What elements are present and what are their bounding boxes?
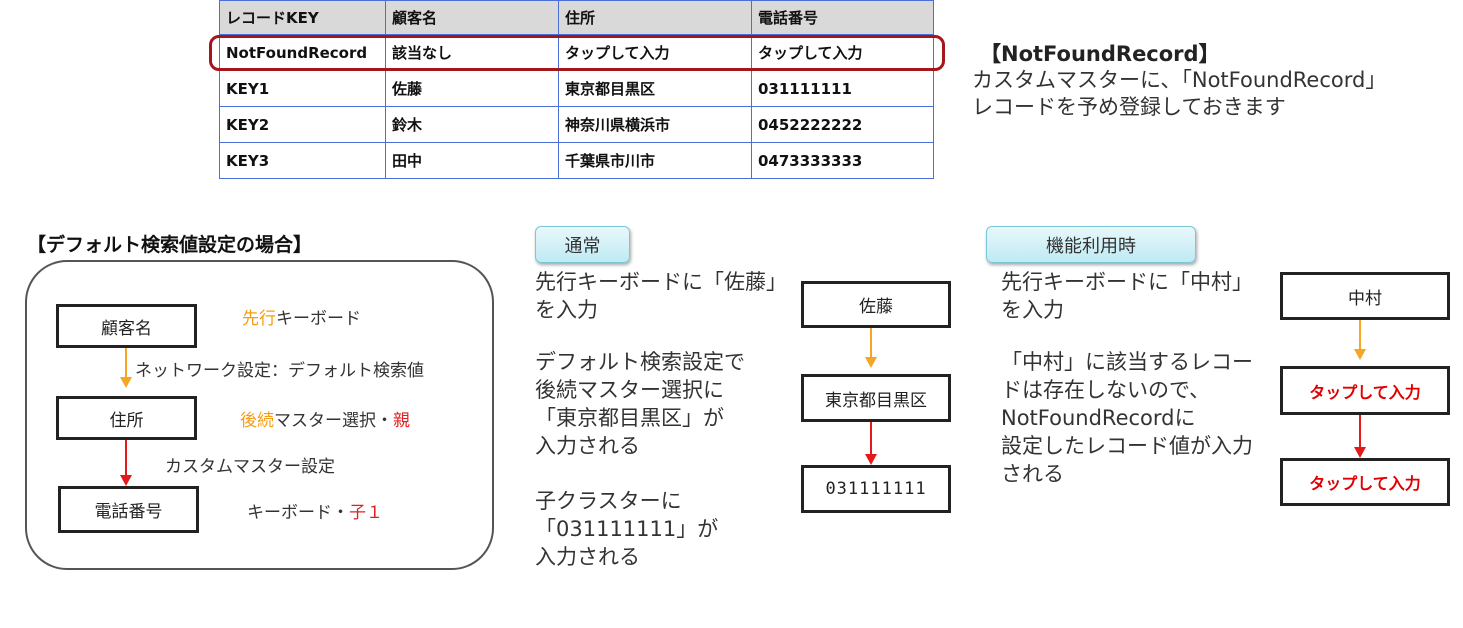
right-box-nakamura: 中村 <box>1280 272 1450 320</box>
node-address: 住所 <box>56 396 197 440</box>
middle-box-sato: 佐藤 <box>801 281 951 328</box>
table-header-row: レコードKEY 顧客名 住所 電話番号 <box>219 0 934 35</box>
table-cell: KEY2 <box>219 106 386 143</box>
right-box-tap-input-2: タップして入力 <box>1280 458 1450 506</box>
arrow-line <box>870 422 872 455</box>
notfound-row-highlight <box>209 35 945 71</box>
header-phone: 電話番号 <box>751 0 934 35</box>
text-line: NotFoundRecordに <box>1001 406 1196 430</box>
header-address: 住所 <box>558 0 752 35</box>
table-cell: KEY3 <box>219 142 386 179</box>
label-custom-master: カスタムマスター設定 <box>165 457 335 477</box>
header-record-key: レコードKEY <box>219 0 386 35</box>
middle-para-3: 子クラスターに 「031111111」が 入力される <box>535 487 718 571</box>
text-line: 「東京都目黒区」が <box>535 406 724 430</box>
default-search-section-title: 【デフォルト検索値設定の場合】 <box>27 234 313 256</box>
text-line: 子クラスターに <box>535 489 682 513</box>
tab-normal: 通常 <box>535 226 630 263</box>
text-line: ドは存在しないので、 <box>1001 378 1211 402</box>
text-line: デフォルト検索設定で <box>535 350 745 374</box>
table-cell: 0473333333 <box>751 142 934 179</box>
text-line: 設定したレコード値が入力 <box>1001 434 1253 458</box>
label-master-select: マスター選択・ <box>274 411 393 431</box>
arrow-head <box>1354 447 1366 458</box>
arrow-line <box>1359 415 1361 448</box>
note-line-1: カスタムマスターに、「NotFoundRecord」 <box>972 68 1387 92</box>
label-preceding-highlight: 先行 <box>242 309 276 329</box>
label-keyboard-text: キーボード <box>276 309 361 329</box>
right-para-1: 先行キーボードに「中村」 を入力 <box>1001 268 1253 324</box>
table-cell: 東京都目黒区 <box>558 70 752 107</box>
arrow-head <box>865 454 877 465</box>
middle-box-phone: 031111111 <box>801 465 951 513</box>
table-row: KEY1 佐藤 東京都目黒区 031111111 <box>219 70 934 107</box>
arrow-head <box>1354 349 1366 360</box>
note-line-2: レコードを予め登録しておきます <box>972 95 1286 119</box>
text-line: 後続マスター選択に <box>535 378 724 402</box>
arrow-head <box>120 475 132 486</box>
text-line: 先行キーボードに「中村」 <box>1001 270 1253 294</box>
label-preceding-keyboard: 先行キーボード <box>242 304 361 329</box>
label-parent: 親 <box>393 411 410 431</box>
text-line: 「中村」に該当するレコー <box>1001 350 1253 374</box>
arrow-head <box>865 357 877 368</box>
table-cell: NotFoundRecord <box>219 34 386 71</box>
arrow-line <box>125 440 127 476</box>
default-search-panel <box>25 260 494 570</box>
node-customer-name: 顧客名 <box>56 304 197 348</box>
label-network-setting: ネットワーク設定：デフォルト検索値 <box>135 361 424 381</box>
table-row: KEY3 田中 千葉県市川市 0473333333 <box>219 142 934 179</box>
record-table: レコードKEY 顧客名 住所 電話番号 NotFoundRecord 該当なし … <box>219 0 934 179</box>
table-cell: 0452222222 <box>751 106 934 143</box>
table-row: KEY2 鈴木 神奈川県横浜市 0452222222 <box>219 106 934 143</box>
text-line: 「031111111」が <box>535 517 719 541</box>
note-title: 【NotFoundRecord】 <box>980 42 1220 66</box>
table-cell: 佐藤 <box>385 70 559 107</box>
label-child-keyboard: キーボード・子１ <box>247 498 383 523</box>
label-following-master: 後続マスター選択・親 <box>240 406 410 431</box>
text-line: を入力 <box>535 298 598 322</box>
text-line: 入力される <box>535 434 640 458</box>
table-cell: 田中 <box>385 142 559 179</box>
arrow-head <box>120 377 132 388</box>
table-row: NotFoundRecord 該当なし タップして入力 タップして入力 <box>219 34 934 71</box>
text-line: を入力 <box>1001 298 1064 322</box>
label-keyboard-plain: キーボード・ <box>247 503 349 523</box>
tab-feature-in-use: 機能利用時 <box>986 226 1196 263</box>
arrow-line <box>1359 320 1361 350</box>
label-child-one: 子１ <box>349 503 383 523</box>
arrow-line <box>870 328 872 358</box>
node-phone: 電話番号 <box>58 486 199 533</box>
text-line: 先行キーボードに「佐藤」 <box>535 270 787 294</box>
right-para-2: 「中村」に該当するレコー ドは存在しないので、 NotFoundRecordに … <box>1001 348 1253 488</box>
arrow-line <box>125 348 127 378</box>
table-cell: 神奈川県横浜市 <box>558 106 752 143</box>
header-customer-name: 顧客名 <box>385 0 559 35</box>
label-following-highlight: 後続 <box>240 411 274 431</box>
table-cell: 031111111 <box>751 70 934 107</box>
table-cell: 鈴木 <box>385 106 559 143</box>
middle-para-2: デフォルト検索設定で 後続マスター選択に 「東京都目黒区」が 入力される <box>535 348 745 460</box>
table-cell: KEY1 <box>219 70 386 107</box>
right-box-tap-input-1: タップして入力 <box>1280 366 1450 415</box>
table-cell: 千葉県市川市 <box>558 142 752 179</box>
text-line: される <box>1001 462 1064 486</box>
text-line: 入力される <box>535 545 640 569</box>
middle-para-1: 先行キーボードに「佐藤」 を入力 <box>535 268 787 324</box>
middle-box-meguro: 東京都目黒区 <box>801 374 951 422</box>
